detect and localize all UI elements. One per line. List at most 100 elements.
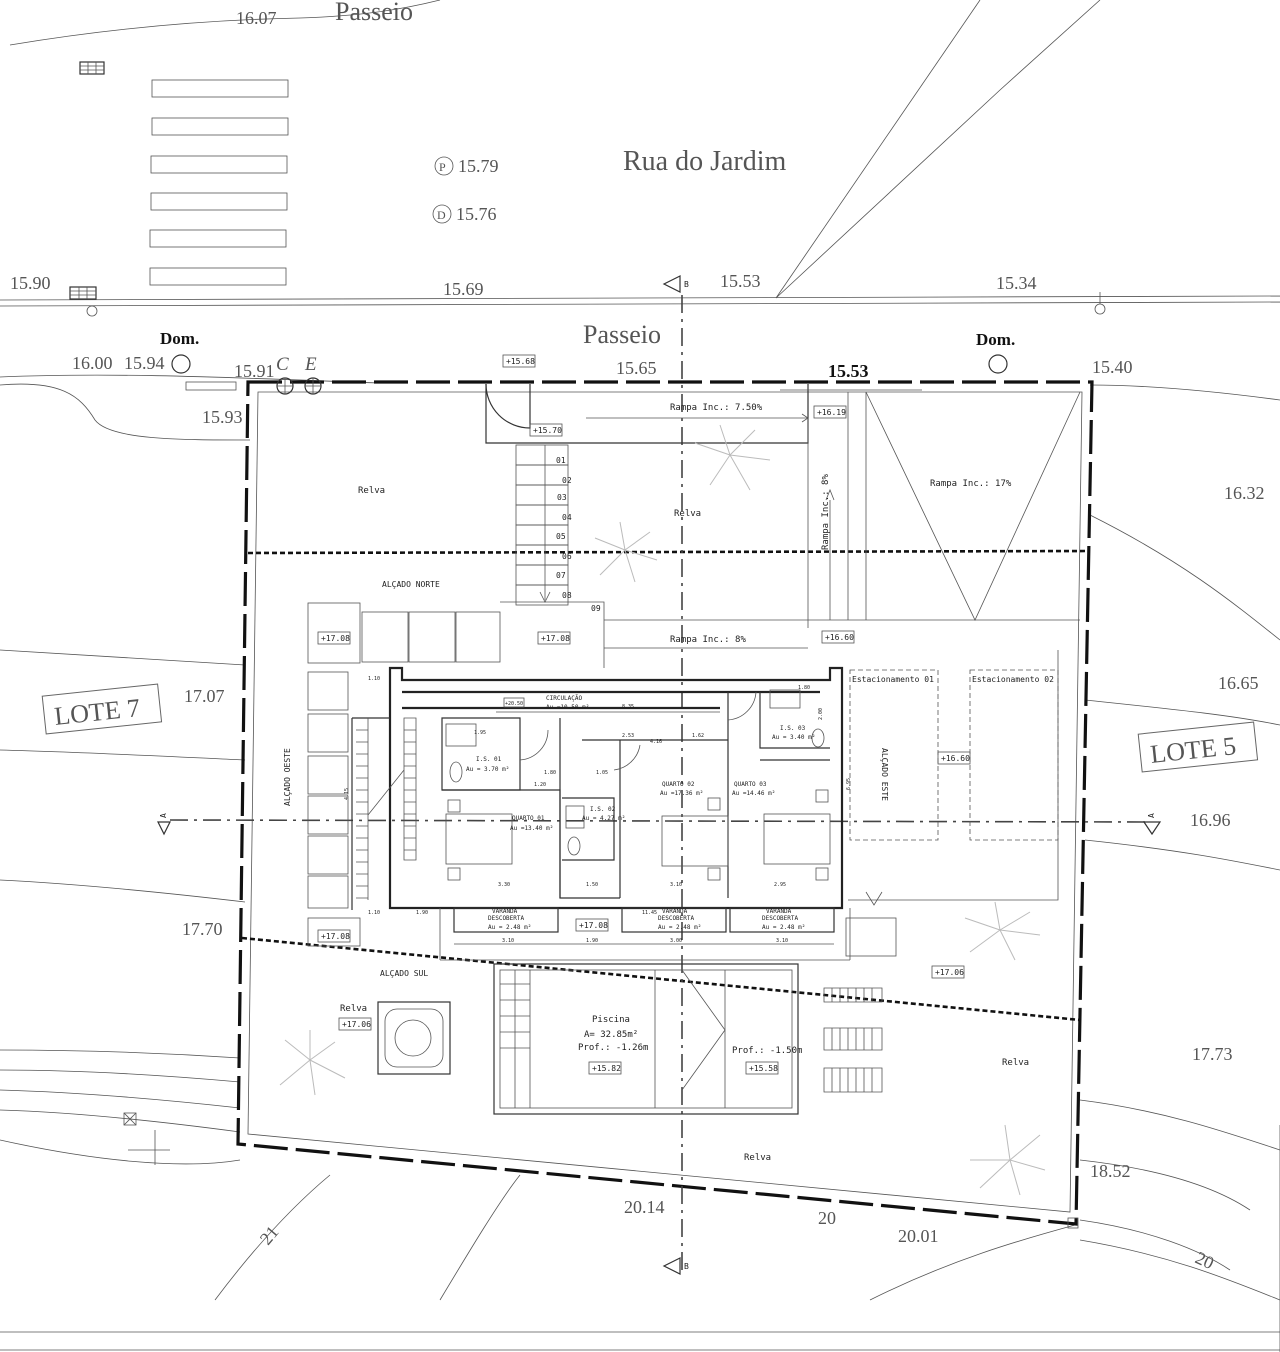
label-ramp: Rampa Inc.: 17% <box>930 479 1012 489</box>
stair-number: 08 <box>562 591 572 600</box>
stair-number: 02 <box>562 476 572 485</box>
section-b-top-label: B <box>684 280 689 289</box>
section-line-south <box>241 936 1081 1022</box>
stair-number: 03 <box>557 493 567 502</box>
room-area: Au = 4.27 m² <box>582 815 625 822</box>
svg-text:6.95: 6.95 <box>846 778 852 790</box>
balcony-sub: DESCOBERTA <box>762 915 799 922</box>
svg-text:1.95: 1.95 <box>474 730 486 736</box>
svg-text:1.20: 1.20 <box>534 782 546 788</box>
svg-text:+15.70: +15.70 <box>533 426 562 435</box>
elevation: 15.94 <box>124 353 165 373</box>
elevation: 15.65 <box>616 358 657 378</box>
balcony-title: VARANDA <box>492 908 518 915</box>
label-parking: Estacionamento 02 <box>972 675 1054 684</box>
svg-text:+17.06: +17.06 <box>342 1020 371 1029</box>
section-b-bottom-label: B <box>684 1262 689 1271</box>
svg-text:4.16: 4.16 <box>650 739 662 745</box>
elevation: 20 <box>818 1208 836 1228</box>
room-area: Au =13.40 m² <box>510 825 553 832</box>
svg-text:1.90: 1.90 <box>586 938 598 944</box>
elevation: 16.00 <box>72 353 113 373</box>
marker-d-icon <box>432 204 452 224</box>
svg-text:1.50: 1.50 <box>586 882 598 888</box>
elevation: 15.91 <box>234 361 275 381</box>
elevation: 15.90 <box>10 273 51 293</box>
balcony-title: VARANDA <box>766 908 792 915</box>
svg-text:+16.60: +16.60 <box>941 754 970 763</box>
street-name: Rua do Jardim <box>623 146 787 177</box>
label-ramp: Rampa Inc.: 8% <box>670 635 746 645</box>
sidewalk-label-mid: Passeio <box>583 320 661 349</box>
svg-text:1.10: 1.10 <box>368 676 380 682</box>
stair-number: 07 <box>556 571 566 580</box>
utility-box-icon <box>123 1112 137 1126</box>
svg-text:D: D <box>437 208 446 222</box>
svg-text:+17.08: +17.08 <box>321 932 350 941</box>
svg-text:8.35: 8.35 <box>622 704 634 710</box>
room-area: Au =10.50 m² <box>546 704 589 711</box>
section-a-right-arrow-icon <box>1142 821 1162 836</box>
room-title: CIRCULAÇÃO <box>546 695 583 702</box>
elevation: 15.69 <box>443 279 484 299</box>
parking-marks <box>69 61 1106 317</box>
stair-number: 09 <box>591 604 601 613</box>
svg-text:+17.08: +17.08 <box>579 921 608 930</box>
label-ramp: Rampa Inc.: 7.50% <box>670 403 763 413</box>
elevation: 20.01 <box>898 1226 939 1246</box>
dimensions: 1.95 1.80 1.20 1.05 2.53 4.16 1.62 3.30 … <box>344 676 852 944</box>
elevation: 16.96 <box>1190 810 1231 830</box>
spot-levels: +15.68 +15.70 +16.19 +17.08 +17.08 +16.6… <box>317 354 971 1075</box>
balcony-sub: DESCOBERTA <box>488 915 525 922</box>
elevation: 17.73 <box>1192 1044 1233 1064</box>
elevation: 15.34 <box>996 273 1037 293</box>
marker-d-value: 15.76 <box>456 204 497 224</box>
room-area: Au = 3.70 m² <box>466 766 509 773</box>
label-relva: Relva <box>358 486 385 496</box>
svg-text:4.15: 4.15 <box>344 788 350 800</box>
room-title: I.S. 02 <box>590 806 616 813</box>
label-elevation-view: ALÇADO NORTE <box>382 580 440 589</box>
svg-text:3.10: 3.10 <box>670 882 682 888</box>
lote-5-label: LOTE 5 <box>1137 721 1259 773</box>
section-axis-a <box>169 819 1151 823</box>
elevation: 15.53 <box>720 271 761 291</box>
svg-text:1.80: 1.80 <box>544 770 556 776</box>
svg-text:3.00: 3.00 <box>670 938 682 944</box>
elevation: 17.70 <box>182 919 223 939</box>
section-a-left-label: A <box>159 813 168 818</box>
marker-p-value: 15.79 <box>458 156 499 176</box>
planter-boxes <box>307 602 897 957</box>
lote-7-label: LOTE 7 <box>41 683 163 735</box>
elevation: 15.40 <box>1092 357 1133 377</box>
elevation: 16.07 <box>236 8 277 28</box>
svg-text:+15.68: +15.68 <box>506 357 535 366</box>
label-relva: Relva <box>674 509 701 519</box>
plot-boundary <box>236 380 1094 1226</box>
svg-text:1.80: 1.80 <box>798 685 810 691</box>
pole-e-label: E <box>304 354 317 375</box>
room-title: QUARTO 01 <box>512 815 545 822</box>
pool-depth: Prof.: -1.26m <box>578 1043 648 1053</box>
stair-number: 04 <box>562 513 572 522</box>
svg-text:1.05: 1.05 <box>596 770 608 776</box>
balcony-title: VARANDA <box>662 908 688 915</box>
elevation: 15.53 <box>828 361 869 381</box>
pool <box>377 963 883 1115</box>
balconies <box>439 907 851 961</box>
section-b-top-arrow-icon <box>662 275 681 293</box>
dom-right-label: Dom. <box>976 330 1015 349</box>
svg-text:11.45: 11.45 <box>642 910 657 916</box>
balcony-area: Au = 2.48 m² <box>762 924 805 931</box>
room-area: Au =14.46 m² <box>732 790 775 797</box>
elevation: 20.14 <box>624 1197 665 1217</box>
section-b-bottom-arrow-icon <box>662 1257 681 1275</box>
svg-text:+16.19: +16.19 <box>817 408 846 417</box>
house-plan <box>351 666 844 910</box>
elevation: 18.52 <box>1090 1161 1131 1181</box>
label-elevation-view: ALÇADO SUL <box>380 969 428 978</box>
room-title: QUARTO 02 <box>662 781 695 788</box>
stair-number: 05 <box>556 532 566 541</box>
svg-text:2.53: 2.53 <box>622 733 634 739</box>
